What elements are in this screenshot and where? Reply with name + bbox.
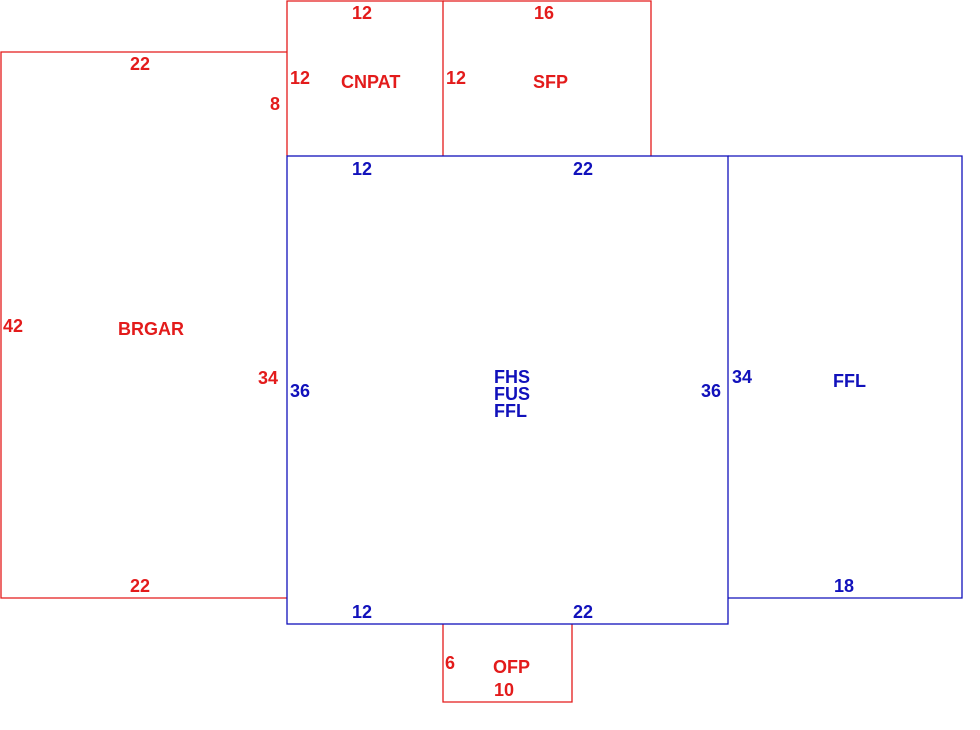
cnpat-top-dimension: 12 bbox=[352, 3, 372, 23]
sfp-top-dimension: 16 bbox=[534, 3, 554, 23]
cnpat-outline bbox=[286, 0, 444, 156]
main-bottom-right-dimension: 22 bbox=[573, 602, 593, 622]
area-ffl: FFL 34 18 bbox=[728, 155, 963, 599]
ofp-bottom-dimension: 10 bbox=[494, 680, 514, 700]
brgar-label: BRGAR bbox=[118, 319, 184, 339]
brgar-bottom-dimension: 22 bbox=[130, 576, 150, 596]
sfp-outline bbox=[443, 0, 652, 156]
main-right-dimension: 36 bbox=[701, 381, 721, 401]
ffl-bottom-dimension: 18 bbox=[834, 576, 854, 596]
sfp-left-dimension: 12 bbox=[446, 68, 466, 88]
ffl-outline bbox=[728, 155, 963, 599]
ffl-label: FFL bbox=[833, 371, 866, 391]
ofp-outline bbox=[442, 624, 573, 703]
ofp-label: OFP bbox=[493, 657, 530, 677]
ffl-left-dimension: 34 bbox=[732, 367, 752, 387]
area-main: FHS FUS FFL 12 22 36 36 12 22 bbox=[286, 155, 729, 625]
ofp-left-dimension: 6 bbox=[445, 653, 455, 673]
brgar-left-dimension: 42 bbox=[3, 316, 23, 336]
main-label-fhs: FHS bbox=[494, 367, 530, 387]
cnpat-label: CNPAT bbox=[341, 72, 400, 92]
area-ofp: OFP 6 10 bbox=[442, 624, 573, 703]
area-sfp: SFP 16 12 bbox=[443, 0, 652, 156]
brgar-top-dimension: 22 bbox=[130, 54, 150, 74]
main-outline bbox=[286, 155, 729, 625]
main-bottom-left-dimension: 12 bbox=[352, 602, 372, 622]
cnpat-left-dimension: 12 bbox=[290, 68, 310, 88]
brgar-right-lower-dimension: 34 bbox=[258, 368, 278, 388]
brgar-outline bbox=[0, 51, 287, 599]
main-top-left-dimension: 12 bbox=[352, 159, 372, 179]
sfp-label: SFP bbox=[533, 72, 568, 92]
main-label-ffl: FFL bbox=[494, 401, 527, 421]
brgar-right-upper-dimension: 8 bbox=[270, 94, 280, 114]
main-label-fus: FUS bbox=[494, 384, 530, 404]
area-brgar: BRGAR 22 22 42 8 34 bbox=[0, 51, 287, 599]
main-left-dimension: 36 bbox=[290, 381, 310, 401]
main-top-right-dimension: 22 bbox=[573, 159, 593, 179]
area-cnpat: CNPAT 12 12 bbox=[286, 0, 444, 156]
